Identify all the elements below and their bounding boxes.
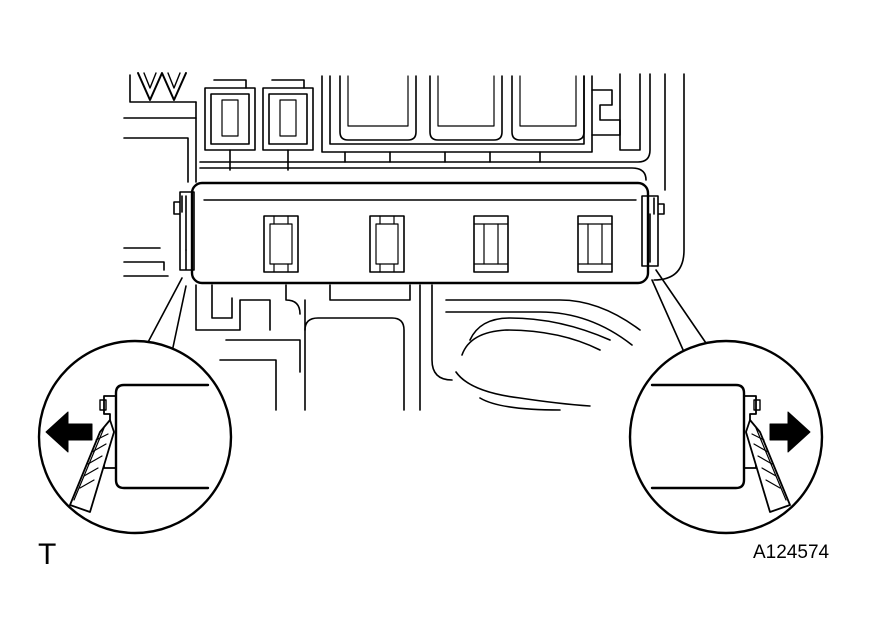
- cover-slot-3: [474, 216, 508, 272]
- cover-slot-1: [264, 216, 298, 272]
- left-cover-clip: [174, 192, 194, 270]
- cover-slot-4: [578, 216, 612, 272]
- right-detail-callout: [630, 341, 822, 533]
- callout-leaders: [146, 270, 708, 352]
- screwdriver-icon: [746, 420, 790, 512]
- fuse-box-cover: [174, 183, 664, 283]
- view-letter-label: T: [38, 538, 57, 571]
- cover-slot-2: [370, 216, 404, 272]
- arrow-left-icon: [46, 412, 92, 452]
- figure-id-label: A124574: [753, 542, 830, 563]
- left-detail-callout: [39, 341, 231, 533]
- right-cover-clip: [642, 196, 664, 266]
- arrow-right-icon: [770, 412, 810, 452]
- screwdriver-icon: [70, 420, 114, 512]
- relay-block-background: [124, 73, 684, 280]
- wiring-harness-background: [124, 248, 640, 410]
